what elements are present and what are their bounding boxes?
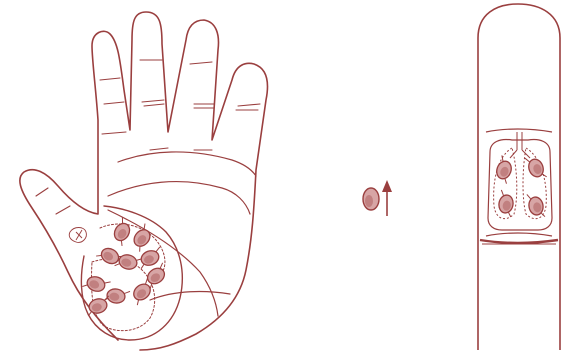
seed-icon (527, 192, 545, 219)
seed-icon (136, 247, 164, 269)
finger-crease (486, 233, 552, 236)
seed-icon (103, 287, 130, 305)
trachea (510, 132, 530, 158)
finger-crease (480, 240, 558, 243)
arrow-up-icon (382, 180, 392, 216)
palm-crease-wrist (150, 292, 230, 300)
seed-icon (363, 188, 379, 210)
thumb-base-sketch (69, 228, 86, 243)
legend (363, 180, 392, 216)
palm-seeds (82, 217, 170, 316)
finger (478, 4, 560, 350)
palm-crease-heart (118, 152, 256, 176)
thenar-zone (81, 206, 182, 340)
finger-crease (486, 129, 552, 132)
finger-outline (478, 4, 560, 350)
seed-icon (497, 190, 515, 217)
seed-icon (493, 155, 515, 183)
lung-zone (488, 140, 552, 231)
palm-crease-head (108, 182, 250, 214)
seed-icon (82, 273, 110, 295)
finger-seeds (493, 153, 546, 219)
finger-crease (36, 60, 260, 214)
